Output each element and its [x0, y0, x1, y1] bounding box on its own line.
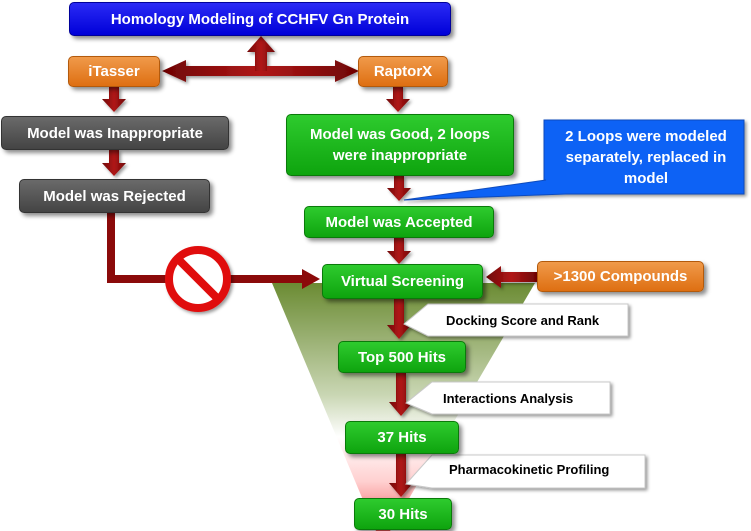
itasser-node: iTasser: [68, 56, 160, 87]
model-rejected-node: Model was Rejected: [19, 179, 210, 213]
interactions-label: Interactions Analysis: [443, 390, 574, 406]
arrow-raptorx-down: [386, 86, 410, 112]
30-hits-node: 30 Hits: [354, 498, 452, 530]
itasser-raptorx-arrow: [162, 36, 359, 82]
rejected-to-screening-arrowhead: [302, 269, 320, 289]
model-inappropriate-node: Model was Inappropriate: [1, 116, 229, 150]
top-500-hits-node: Top 500 Hits: [338, 341, 466, 373]
37-hits-node: 37 Hits: [345, 421, 459, 454]
prohibited-sign-icon: [165, 246, 231, 312]
docking-label: Docking Score and Rank: [446, 312, 600, 328]
rejected-to-screening-arrow: [107, 213, 305, 283]
compounds-node: >1300 Compounds: [537, 261, 704, 292]
loops-callout-text: 2 Loops were modeled separately, replace…: [565, 127, 727, 187]
arrow-37hits-down: [389, 454, 413, 497]
arrow-accepted-down: [387, 238, 411, 264]
virtual-screening-node: Virtual Screening: [322, 264, 483, 299]
docking-label-tab: [403, 303, 629, 337]
arrow-up-to-title: [247, 36, 275, 71]
interactions-label-tab: [405, 381, 611, 415]
arrow-compounds-left: [486, 266, 537, 288]
model-good-node: Model was Good, 2 loops were inappropria…: [286, 114, 514, 176]
page-title: Homology Modeling of CCHFV Gn Protein: [69, 2, 451, 36]
pharmacokinetic-label-tab: [405, 454, 646, 489]
model-accepted-node: Model was Accepted: [304, 206, 494, 238]
raptorx-node: RaptorX: [358, 56, 448, 87]
arrow-top500-down: [389, 373, 413, 416]
arrow-good-down: [387, 176, 411, 201]
pharmacokinetic-label: Pharmacokinetic Profiling: [449, 461, 610, 477]
arrow-inappropriate-down: [102, 150, 126, 176]
arrow-screening-down: [387, 299, 411, 339]
loops-callout: [403, 119, 745, 201]
arrow-itasser-down: [102, 87, 126, 112]
